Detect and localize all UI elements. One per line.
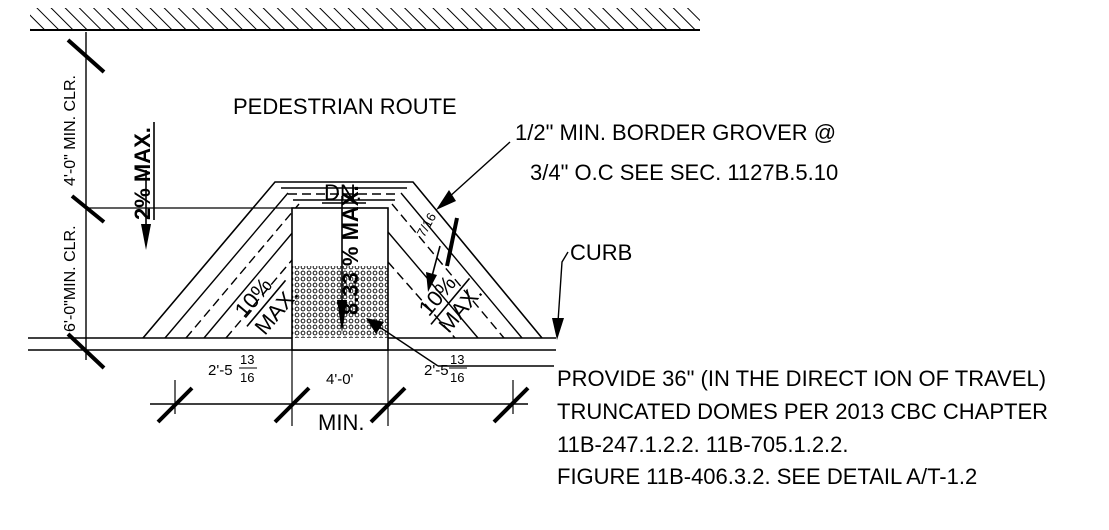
clearance-tick-mid	[70, 194, 106, 224]
groove-arrowhead	[426, 272, 437, 292]
groove-thick-segment	[445, 217, 459, 267]
dim-right-num: 13	[450, 352, 464, 367]
ramp-outline-outer	[142, 181, 543, 339]
dim-left-whole: 2'-5	[208, 362, 233, 379]
center-slope-label: 8.33 % MAX.	[338, 185, 363, 315]
dim-tick-4	[492, 386, 530, 424]
dim-tick-3	[369, 386, 407, 424]
pedestrian-route-label: PEDESTRIAN ROUTE	[233, 94, 457, 119]
top-slope-label: 2% MAX.	[130, 127, 155, 220]
note-line-4: FIGURE 11B-406.3.2. SEE DETAIL A/T-1.2	[557, 464, 977, 489]
note-line-2: TRUNCATED DOMES PER 2013 CBC CHAPTER	[557, 399, 1048, 424]
wall-hatch	[30, 8, 700, 30]
left-flare-fraction-bar	[246, 279, 287, 327]
border-groove-line1: 1/2" MIN. BORDER GROVER @	[515, 120, 836, 145]
top-slope-arrowhead	[141, 224, 151, 250]
top-landing-stripes	[281, 187, 407, 201]
right-flare-stripes	[387, 192, 523, 339]
dim-tick-1	[156, 386, 194, 424]
curb-label: CURB	[570, 240, 632, 265]
note-line-3: 11B-247.1.2.2. 11B-705.1.2.2.	[557, 432, 849, 457]
left-flare-stripes	[164, 192, 300, 339]
note-leader-diagonal	[377, 325, 439, 367]
clearance-tick-top	[66, 38, 106, 74]
curb-leader-arrow	[552, 318, 564, 340]
curb-leader	[557, 251, 569, 323]
dim-right-den: 16	[450, 370, 464, 385]
dim-center: 4'-0'	[326, 371, 354, 388]
dn-label: DN.	[324, 180, 362, 205]
center-slope-arrowhead	[337, 300, 347, 333]
note-line-1: PROVIDE 36" (IN THE DIRECT ION OF TRAVEL…	[557, 366, 1046, 391]
border-groove-line2: 3/4" O.C SEE SEC. 1127B.5.10	[530, 160, 838, 185]
border-groove-leader-arrow	[436, 190, 456, 210]
clearance-tick-bottom	[66, 332, 106, 370]
clearance-lower-label: 6'-0"MIN. CLR.	[62, 225, 79, 332]
min-label: MIN.	[318, 410, 364, 435]
dim-left-den: 16	[240, 370, 254, 385]
dim-left-num: 13	[240, 352, 254, 367]
note-leader-arrow	[366, 318, 384, 334]
border-groove-leader	[447, 141, 511, 199]
clearance-upper-label: 4'-0" MIN. CLR.	[62, 75, 79, 186]
right-flare-fraction-bar	[430, 277, 471, 325]
dim-tick-2	[273, 386, 311, 424]
